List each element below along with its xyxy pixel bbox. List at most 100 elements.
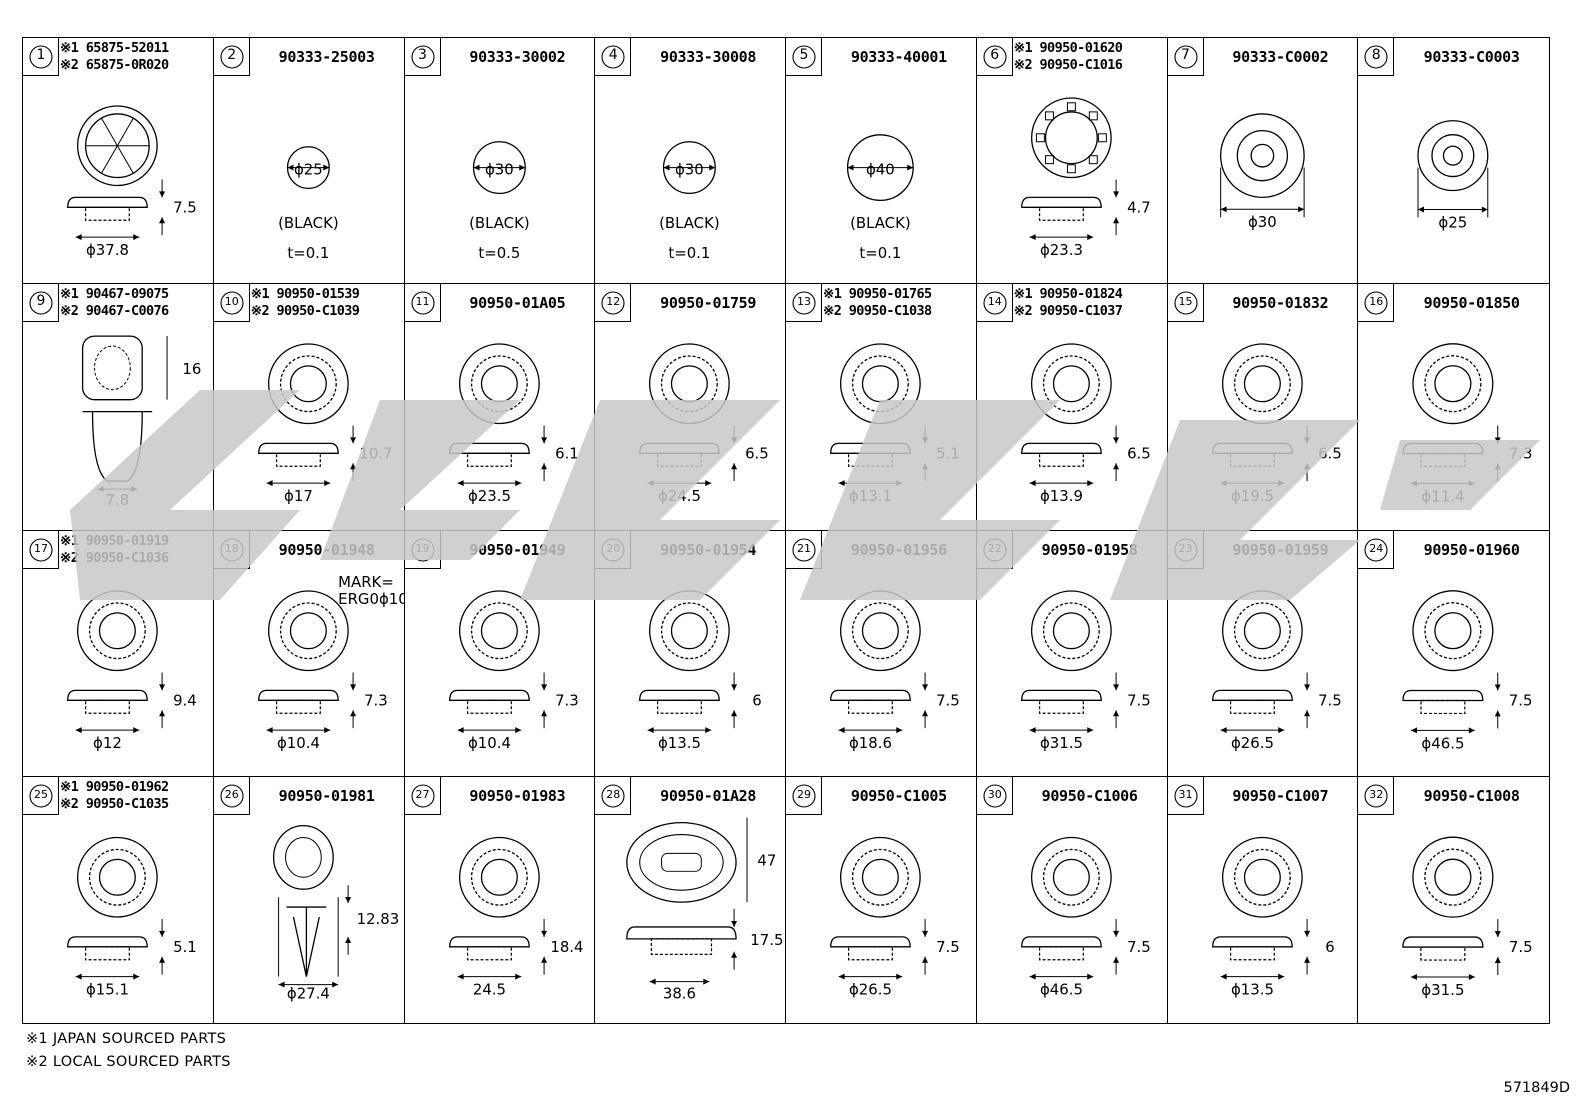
part-number: 90950-01960 xyxy=(1423,540,1520,559)
part-drawing: 24.518.4 xyxy=(448,836,583,998)
circle-marker-icon xyxy=(29,45,53,69)
footnote-japan: ※1 JAPAN SOURCED PARTS xyxy=(26,1031,227,1047)
source-mark: ※1 xyxy=(250,286,270,303)
circle-marker-icon xyxy=(792,784,816,808)
part-number-box: 26 xyxy=(213,776,250,815)
source-mark: ※2 xyxy=(823,303,842,320)
part-number-box: 32 xyxy=(1358,776,1395,815)
circle-marker-icon xyxy=(601,291,625,315)
height-label: 7.5 xyxy=(1127,691,1151,709)
part-header: 9※1 90467-09075※2 90467-C0076 xyxy=(23,284,213,323)
part-number-variant: ※2 65875-0R020 xyxy=(60,57,213,73)
diameter-label: ϕ13.5 xyxy=(1230,980,1273,998)
part-number: 90950-01759 xyxy=(660,294,757,313)
diameter-label: ϕ24.5 xyxy=(658,487,701,505)
height-label: 12.83 xyxy=(356,910,399,928)
source-mark: ※2 xyxy=(60,795,79,812)
part-index: 12 xyxy=(606,295,621,309)
part-drawing: ϕ19.56.5 xyxy=(1211,343,1341,505)
part-number: 65875-0R020 xyxy=(85,57,169,73)
part-number: 90333-40001 xyxy=(850,48,947,66)
part-drawing: ϕ30(BLACK)t=0.1 xyxy=(659,141,720,262)
height-label: 7.3 xyxy=(364,691,388,709)
circle-marker-icon xyxy=(220,45,244,69)
part-number-variant: ※2 90950-C1039 xyxy=(251,303,404,319)
part-number-box: 31 xyxy=(1167,776,1204,815)
part-index: 16 xyxy=(1369,295,1384,309)
source-mark: ※1 xyxy=(1013,40,1033,56)
part-number: 90950-01824 xyxy=(1039,286,1123,303)
thickness-label: t=0.5 xyxy=(478,244,520,262)
height-label: 7.5 xyxy=(1127,938,1151,956)
diameter-label: ϕ30 xyxy=(1247,213,1276,231)
part-header: 6※1 90950-01620※2 90950-C1016 xyxy=(976,38,1167,76)
diameter-label: ϕ19.5 xyxy=(1230,487,1273,505)
source-mark: ※1 xyxy=(60,778,79,795)
part-index: 7 xyxy=(1181,47,1190,63)
color-label: (BLACK) xyxy=(278,214,339,232)
part-drawing: ϕ30(BLACK)t=0.5 xyxy=(469,141,530,262)
part-header: 14※1 90950-01824※2 90950-C1037 xyxy=(976,284,1167,323)
height-label: 47 xyxy=(758,851,777,869)
source-mark: ※1 xyxy=(823,286,842,303)
part-drawing: ϕ13.56 xyxy=(639,589,762,752)
part-drawing: ϕ10.47.3 xyxy=(448,589,578,752)
part-drawing: ϕ31.57.5 xyxy=(1402,836,1533,999)
diameter-label: ϕ27.4 xyxy=(287,984,330,1002)
part-header: 12 90950-01759 xyxy=(595,284,785,323)
diameter-label: ϕ30 xyxy=(675,161,704,179)
part-number: 90333-C0003 xyxy=(1423,48,1520,66)
diameter-label: ϕ10.4 xyxy=(467,734,510,752)
part-drawing: ϕ25(BLACK)t=0.1 xyxy=(278,146,339,262)
height-label: 4.7 xyxy=(1127,198,1151,216)
part-number-box: 7 xyxy=(1167,38,1204,76)
part-index: 31 xyxy=(1178,787,1193,801)
part-index: 1 xyxy=(36,47,46,63)
part-index: 3 xyxy=(418,47,427,63)
diameter-label: ϕ40 xyxy=(866,161,895,179)
part-number-box: 16 xyxy=(1358,284,1395,323)
part-drawing: ϕ31.57.5 xyxy=(1020,589,1151,752)
part-index: 17 xyxy=(34,541,48,555)
circle-marker-icon xyxy=(792,291,816,315)
diameter-label: ϕ11.4 xyxy=(1422,488,1465,506)
part-header: 15 90950-01832 xyxy=(1167,284,1358,323)
height-label: 6 xyxy=(752,691,761,709)
circle-marker-icon xyxy=(1364,784,1388,808)
part-index: 2 xyxy=(227,47,237,63)
circle-marker-icon xyxy=(1364,537,1388,562)
part-number-box: 25 xyxy=(23,776,59,815)
diameter-label: ϕ10.4 xyxy=(277,734,320,752)
color-label: (BLACK) xyxy=(469,214,530,232)
part-number-box: 14 xyxy=(976,284,1013,323)
part-number: 90950-C1007 xyxy=(1232,786,1329,805)
part-number-variant: ※1 90950-01620 xyxy=(1014,40,1167,56)
part-index: 15 xyxy=(1178,295,1193,309)
height-label: 6.1 xyxy=(555,445,579,463)
part-number-variant: ※1 65875-52011 xyxy=(60,40,213,56)
part-number-variant: ※1 90950-01824 xyxy=(1014,286,1167,302)
part-drawing: ϕ30 xyxy=(1219,113,1305,231)
part-index: 14 xyxy=(987,295,1002,309)
part-number: 90950-01832 xyxy=(1232,294,1329,313)
height-label: 5.1 xyxy=(173,938,197,956)
source-mark: ※1 xyxy=(1013,286,1033,303)
part-index: 8 xyxy=(1371,47,1381,63)
part-number: 90950-01620 xyxy=(1039,40,1123,56)
height-label: 6 xyxy=(1325,938,1334,956)
